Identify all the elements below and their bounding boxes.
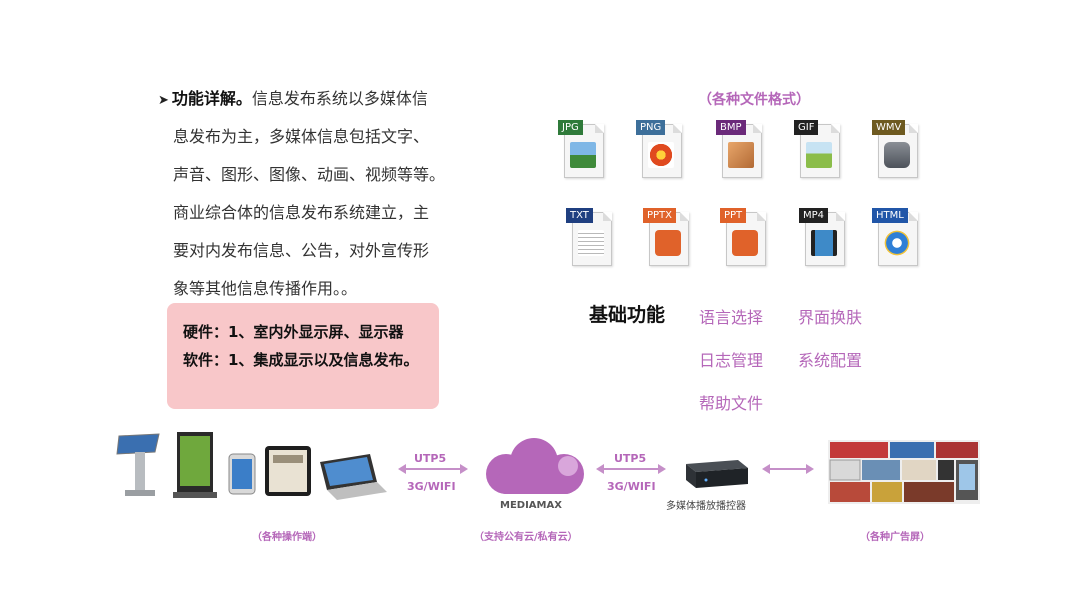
intro-line-6: 象等其他信息传播作用。。 (173, 279, 358, 298)
formats-title: （各种文件格式） (698, 92, 810, 108)
intro-line-1: ➤功能详解。信息发布系统以多媒体信 (158, 80, 448, 118)
caption-devices: （各种操作端） (252, 532, 322, 543)
txt-file-icon: TXT (566, 208, 612, 266)
cloud-icon (486, 438, 584, 494)
intro-line-3: 声音、图形、图像、动画、视频等等。 (173, 165, 446, 184)
cloud-label: MEDIAMAX (500, 500, 562, 511)
link-right-arrow-icon (596, 464, 666, 474)
hardware-text: 硬件：1、室内外显示屏、显示器 (183, 323, 404, 341)
intro-text: 信息发布系统以多媒体信 (251, 89, 428, 108)
summary-box: 硬件：1、室内外显示屏、显示器 软件：1、集成显示以及信息发布。 (167, 303, 439, 409)
operator-devices-illustration (116, 432, 387, 500)
png-file-icon: PNG (636, 120, 682, 178)
function-help: 帮助文件 (699, 394, 764, 413)
function-config: 系统配置 (798, 351, 863, 370)
function-log: 日志管理 (699, 351, 764, 370)
ad-screens-collage (828, 440, 980, 504)
link-screens-arrow-icon (762, 464, 814, 474)
software-text: 软件：1、集成显示以及信息发布。 (183, 351, 419, 369)
tablet-icon (265, 446, 311, 496)
link-left-top-label: UTP5 (414, 452, 447, 465)
intro-line-2: 息发布为主，多媒体信息包括文字、 (173, 127, 430, 146)
intro-paragraph: ➤功能详解。信息发布系统以多媒体信 息发布为主，多媒体信息包括文字、 声音、图形… (158, 80, 448, 308)
jpg-file-icon: JPG (558, 120, 604, 178)
media-player-label: 多媒体播放播控器 (666, 501, 746, 512)
mp4-file-icon: MP4 (799, 208, 845, 266)
link-right-top-label: UTP5 (614, 452, 647, 465)
phone-icon (228, 453, 256, 495)
standing-screen-icon (173, 432, 217, 498)
function-skin: 界面换肤 (798, 308, 863, 327)
basic-functions-title: 基础功能 (589, 304, 666, 326)
link-right-bottom-label: 3G/WIFI (607, 480, 656, 493)
laptop-icon (320, 454, 387, 500)
kiosk-icon (116, 433, 160, 496)
bmp-file-icon: BMP (716, 120, 762, 178)
intro-heading: 功能详解。 (171, 89, 252, 108)
gif-file-icon: GIF (794, 120, 840, 178)
caption-cloud: （支持公有云/私有云） (474, 532, 578, 543)
arrow-bullet-icon: ➤ (158, 93, 169, 108)
wmv-file-icon: WMV (872, 120, 918, 178)
intro-line-4: 商业综合体的信息发布系统建立，主 (173, 203, 430, 222)
html-file-icon: HTML (872, 208, 918, 266)
media-player-icon (686, 460, 748, 488)
pptx-file-icon: PPTX (643, 208, 689, 266)
ppt-file-icon: PPT (720, 208, 766, 266)
intro-line-5: 要对内发布信息、公告，对外宣传形 (173, 241, 430, 260)
link-left-bottom-label: 3G/WIFI (407, 480, 456, 493)
caption-screens: （各种广告屏） (860, 532, 930, 543)
function-language: 语言选择 (699, 308, 764, 327)
link-left-arrow-icon (398, 464, 468, 474)
